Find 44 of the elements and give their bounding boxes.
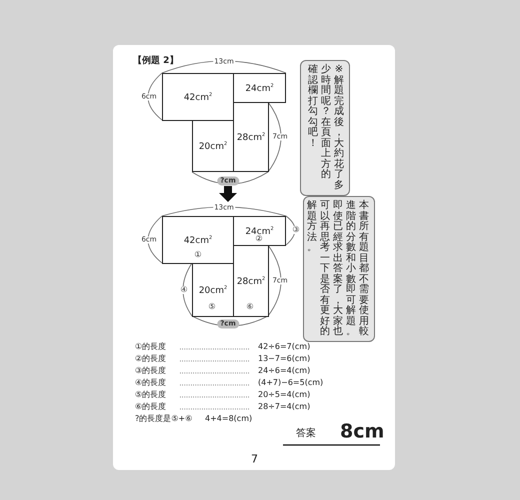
step-label: ①的長度 (135, 343, 166, 351)
answer-label: 答案 (296, 429, 316, 439)
area-label: 28cm$^{2}$ (236, 276, 266, 286)
calculation: 24÷6=4(cm) (258, 367, 310, 375)
segment-number: ④ (179, 286, 189, 294)
area-label: 42cm$^{2}$ (184, 234, 212, 246)
area-label: 42cm$^{2}$ (184, 92, 212, 102)
area-rectangle (162, 73, 234, 121)
segment-number: ① (193, 251, 203, 259)
segment-number: ⑤ (207, 303, 217, 311)
area-rectangle (233, 245, 269, 317)
area-rectangle (162, 216, 234, 264)
calculation: 28÷7=4(cm) (258, 403, 310, 411)
step-label: ?的長度是⑤+⑥ (135, 415, 192, 423)
example-heading: 【例題 2】 (133, 54, 178, 67)
area-rectangle (233, 73, 286, 103)
area-label: 20cm$^{2}$ (198, 284, 228, 296)
area-label: 24cm$^{2}$ (245, 226, 274, 236)
segment-number: ③ (291, 226, 301, 234)
area-label: 20cm$^{2}$ (198, 140, 228, 152)
page-number: 7 (251, 454, 258, 464)
answer-value: 8cm (340, 422, 384, 442)
step-label: ④的長度 (135, 379, 166, 387)
step-label: ⑥的長度 (135, 403, 166, 411)
calculation: 4+4=8(cm) (205, 415, 252, 423)
area-rectangle (192, 263, 234, 317)
calculation: 42÷6=7(cm) (258, 343, 310, 351)
area-rectangle (192, 120, 234, 172)
segment-number: ② (254, 235, 264, 243)
calculation: 20÷5=4(cm) (258, 391, 310, 399)
area-label: 24cm$^{2}$ (245, 82, 274, 94)
area-rectangle (233, 102, 269, 172)
calculation: (4+7)−6=5(cm) (258, 379, 324, 387)
step-label: ③的長度 (135, 367, 166, 375)
area-rectangle (233, 216, 286, 246)
segment-number: ⑥ (245, 303, 255, 311)
note-box (300, 60, 350, 196)
calculation: 13−7=6(cm) (258, 355, 310, 363)
step-label: ⑤的長度 (135, 391, 166, 399)
note-text: 本書所有題目都不需要使用較進階的分數和小數即可解題。即使已經求出答案了，大家也可以再思考一下是否有更好的解題方法。 (309, 201, 369, 338)
area-label: 28cm$^{2}$ (236, 132, 266, 142)
note-box (303, 196, 375, 342)
step-label: ②的長度 (135, 355, 166, 363)
note-text: ※解題完成後，大約花了多少時間呢？在頁面上方的確認欄打勾勾吧！ (307, 65, 344, 191)
